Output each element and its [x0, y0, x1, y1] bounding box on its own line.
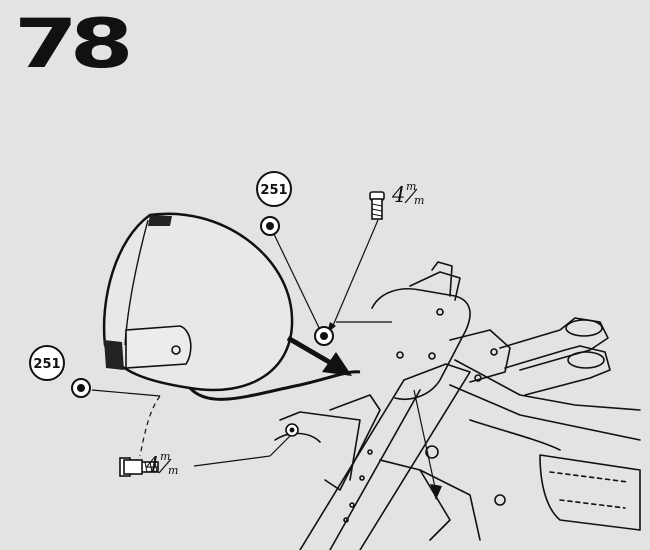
callout-left-label: 251 — [33, 357, 60, 372]
callout-upper: 251 — [256, 171, 292, 207]
bracket-nut-icon — [285, 423, 299, 437]
screw-size-upper-unit-num: m — [406, 180, 416, 193]
rubber-washer-bracket — [314, 326, 334, 346]
leader-arrowhead — [430, 484, 442, 500]
leader-lines — [91, 219, 437, 493]
rubber-washer-upper — [260, 216, 280, 236]
screw-size-upper-unit-den: m — [414, 194, 424, 207]
screw-size-lower: 4 m m — [145, 450, 178, 477]
screw-size-upper: 4 m m — [391, 180, 424, 207]
headlight-shell — [102, 212, 294, 392]
screw-upper-icon — [369, 191, 385, 220]
screw-lower-icon — [119, 457, 159, 477]
screw-size-lower-unit-num: m — [160, 450, 170, 463]
frame-assembly — [274, 261, 641, 550]
lug-hole-icon — [171, 345, 181, 355]
page-number: 78 — [14, 5, 134, 84]
screw-size-lower-value: 4 — [145, 453, 159, 477]
screw-size-upper-value: 4 — [391, 183, 405, 207]
assembly-arrow-headlight — [286, 335, 352, 376]
callout-upper-label: 251 — [260, 183, 287, 198]
rubber-washer-left — [71, 378, 91, 398]
callout-left: 251 — [29, 345, 65, 381]
screw-size-lower-unit-den: m — [168, 464, 178, 477]
